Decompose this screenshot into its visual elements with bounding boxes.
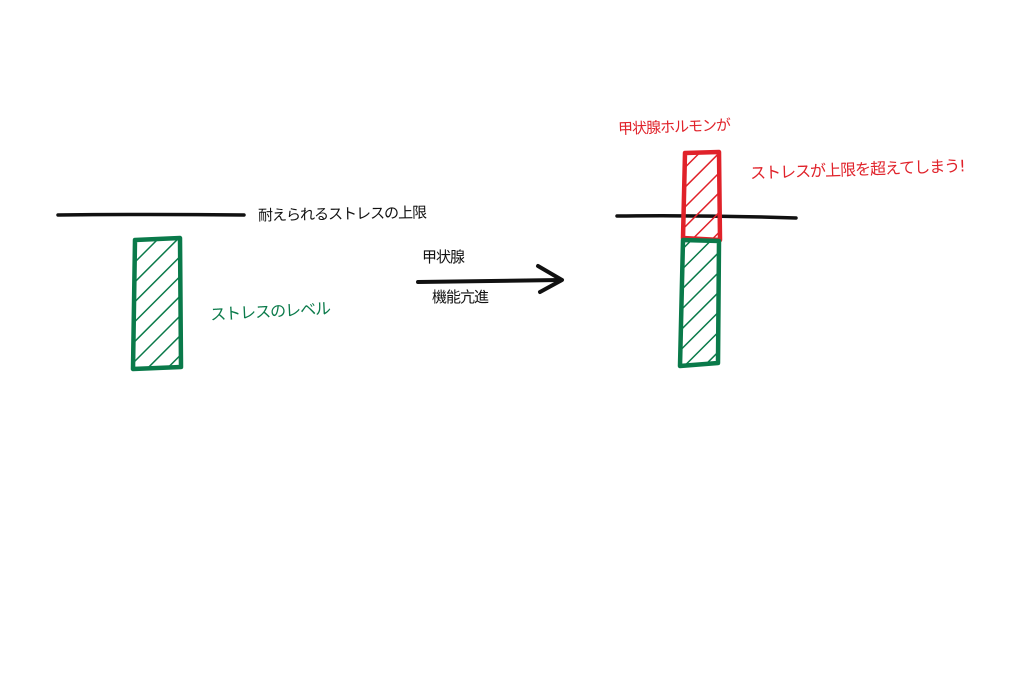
limit-label: 耐えられるストレスの上限 bbox=[257, 203, 427, 225]
center-arrow bbox=[416, 264, 564, 294]
right-excess-bar bbox=[680, 149, 723, 243]
left-limit-line bbox=[56, 212, 246, 217]
left-stress-bar bbox=[130, 235, 184, 372]
right-stress-bar bbox=[677, 237, 722, 369]
arrow-bottom-label: 機能亢進 bbox=[432, 288, 489, 306]
arrow-top-label: 甲状腺 bbox=[422, 248, 465, 266]
hormone-label: 甲状腺ホルモンが bbox=[617, 116, 731, 138]
